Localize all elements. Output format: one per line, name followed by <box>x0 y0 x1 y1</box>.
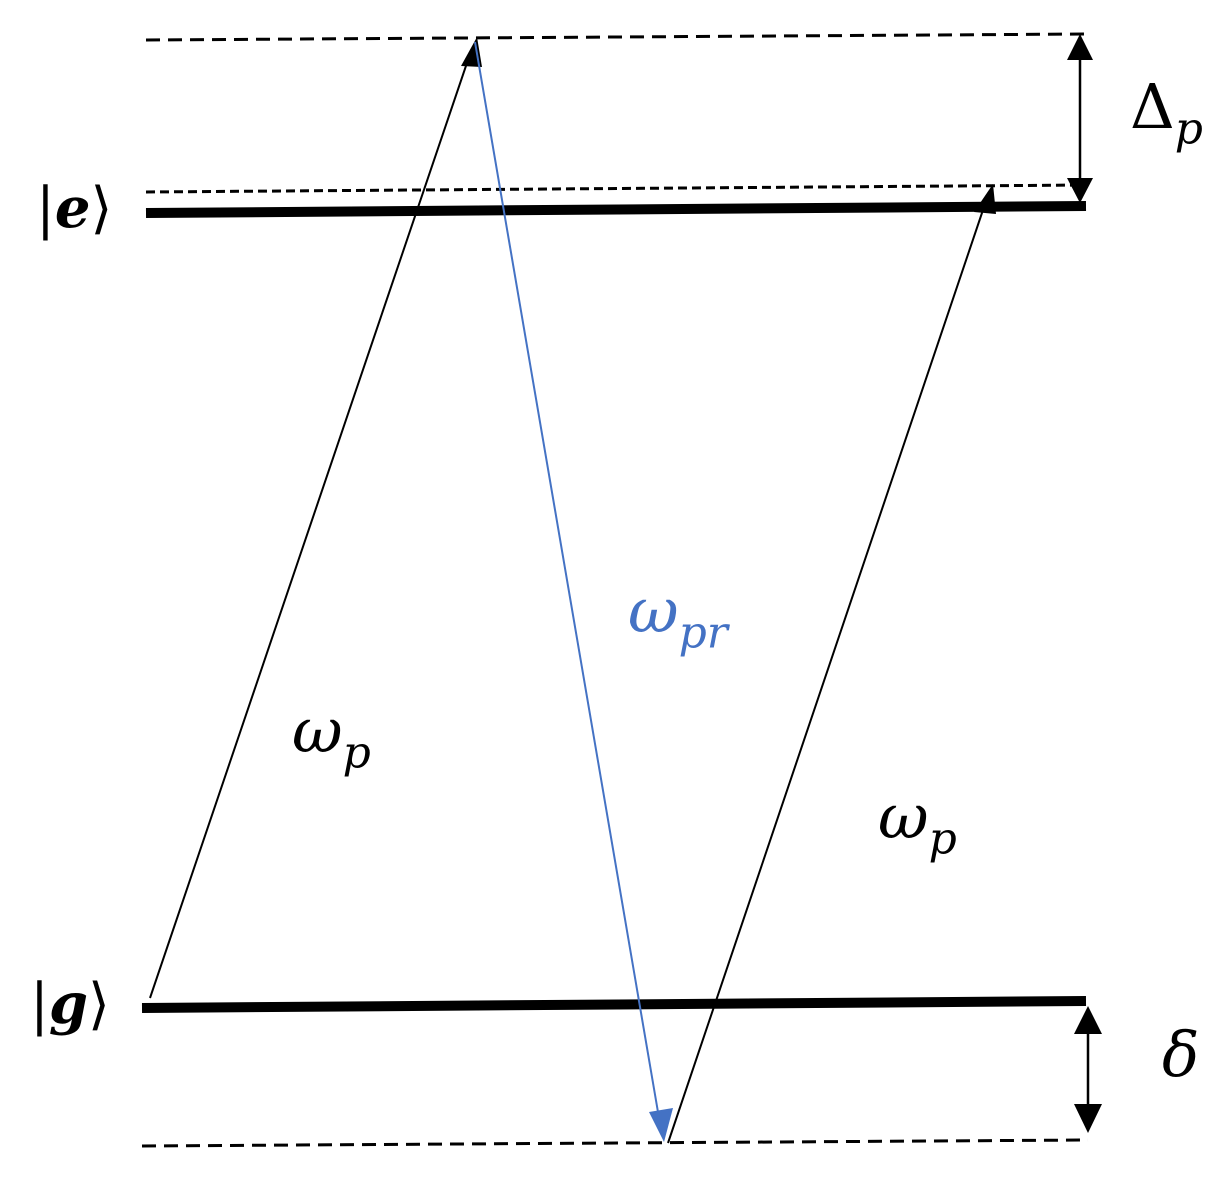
probe-label: ωpr <box>628 574 728 659</box>
detuning-pump-arrow-head-bottom <box>1067 178 1093 203</box>
pump-arrow-left <box>149 53 471 999</box>
detuning-pump-arrow-head-top <box>1067 34 1093 60</box>
pump-arrow-right-head <box>974 184 996 214</box>
pump-left-label: ωp <box>292 694 371 779</box>
two-photon-detuning-label: δ <box>1162 1018 1200 1091</box>
ground-state-level <box>141 996 1087 1013</box>
pump-arrow-right <box>667 203 986 1144</box>
detuning-pump-label: Δp <box>1130 70 1203 155</box>
excited-state-label: |e⟩ <box>36 175 113 241</box>
probe-arrow-head <box>649 1108 673 1142</box>
two-photon-detuning-arrow-head-bottom <box>1074 1104 1102 1133</box>
pump-right-label: ωp <box>878 780 957 865</box>
virtual-level-bottom <box>141 1138 1089 1148</box>
virtual-level-top <box>145 32 1089 42</box>
ground-state-label: |g⟩ <box>30 971 110 1037</box>
pump-arrow-left-head <box>461 37 482 67</box>
two-photon-detuning-arrow-head-top <box>1074 1006 1102 1034</box>
probe-arrow <box>474 41 660 1119</box>
virtual-level-near-excited <box>145 183 1089 194</box>
excited-state-level <box>145 201 1087 218</box>
